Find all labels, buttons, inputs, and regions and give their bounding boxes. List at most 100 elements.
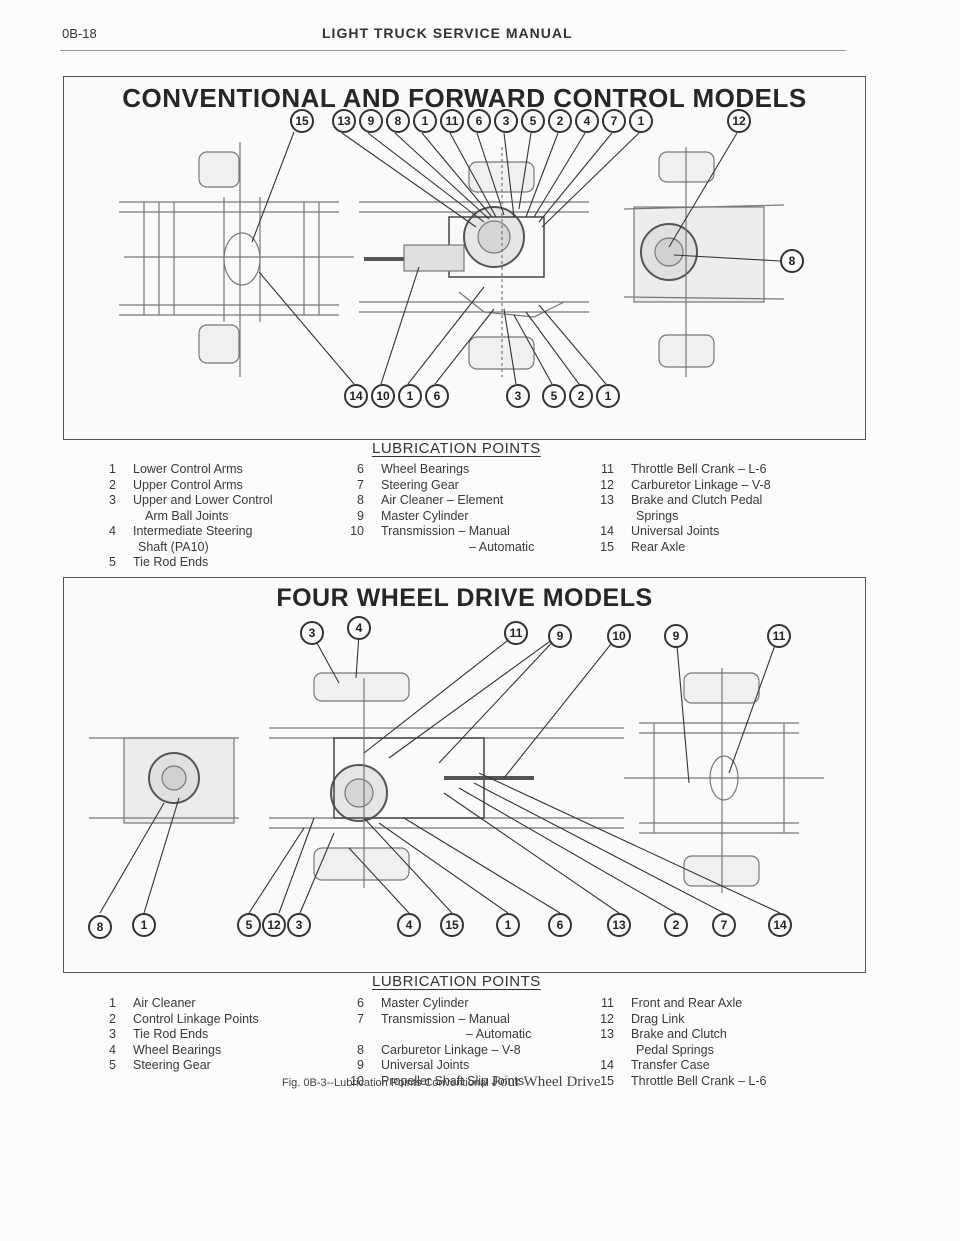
legend-text: Control Linkage Points xyxy=(133,1011,259,1026)
legend-item: 6 Wheel Bearings xyxy=(340,462,534,478)
legend-text: Springs xyxy=(636,508,679,523)
legend-item: Arm Ball Joints xyxy=(92,509,273,525)
legend-text: Steering Gear xyxy=(381,477,459,492)
legend-number: 11 xyxy=(601,996,614,1010)
legend-item: – Automatic xyxy=(340,1027,531,1043)
callout-4wd-bottom-10: 13 xyxy=(607,913,631,937)
legend-number: 2 xyxy=(109,477,116,492)
legend-text: Upper and Lower Control xyxy=(133,493,273,507)
conventional-diagram-title: CONVENTIONAL AND FORWARD CONTROL MODELS xyxy=(122,83,807,113)
callout-4wd-bottom-7: 15 xyxy=(440,913,464,937)
legend-text: Carburetor Linkage – V-8 xyxy=(381,1042,521,1057)
callout-top-10: 2 xyxy=(548,109,572,133)
legend-text: Propeller Shaft Slip Joints xyxy=(381,1073,525,1088)
callout-top-8: 3 xyxy=(494,109,518,133)
legend-text: Rear Axle xyxy=(631,539,686,554)
legend-number: 1 xyxy=(109,462,116,476)
callout-4wd-top-1: 3 xyxy=(300,621,324,645)
callout-top-5: 1 xyxy=(413,109,437,133)
page-number: 0B-18 xyxy=(62,26,97,41)
legend-number: 9 xyxy=(357,508,364,523)
callout-bottom-5: 3 xyxy=(506,384,530,408)
legend-text: Intermediate Steering xyxy=(133,524,253,538)
figure-caption-suffix: Four Wheel Drive xyxy=(491,1074,601,1090)
legend-item: 13 Brake and Clutch xyxy=(590,1027,766,1043)
legend-text: Air Cleaner xyxy=(133,996,196,1010)
callout-4wd-top-5: 10 xyxy=(607,624,631,648)
conventional-legend-column-2: 6 Wheel Bearings 7 Steering Gear 8 Air Clea… xyxy=(340,462,534,555)
legend-text: – Automatic xyxy=(469,539,535,554)
four-wheel-drive-diagram-title: FOUR WHEEL DRIVE MODELS xyxy=(276,584,653,612)
callout-top-2: 13 xyxy=(332,109,356,133)
legend-text: Air Cleaner – Element xyxy=(381,493,504,507)
callout-4wd-top-3: 11 xyxy=(504,621,528,645)
four-wheel-drive-chassis-illustration xyxy=(89,633,824,914)
legend-number: 13 xyxy=(600,493,614,507)
callout-top-4: 8 xyxy=(386,109,410,133)
header-rule xyxy=(60,50,846,51)
legend-text: Transmission – Manual xyxy=(381,524,510,538)
callout-top-6: 11 xyxy=(440,109,464,133)
legend-number xyxy=(590,1043,614,1059)
legend-item: 6 Master Cylinder xyxy=(340,996,531,1012)
legend-number: 7 xyxy=(357,477,364,492)
legend-text: Shaft (PA10) xyxy=(138,539,209,554)
legend-text: Universal Joints xyxy=(631,524,720,538)
four-wheel-drive-legend-column-1: 1 Air Cleaner 2 Control Linkage Points 3 Ti… xyxy=(92,996,259,1074)
legend-text: Master Cylinder xyxy=(381,996,469,1010)
callout-bottom-4: 6 xyxy=(425,384,449,408)
legend-text: Wheel Bearings xyxy=(133,1042,222,1057)
legend-number: 6 xyxy=(357,462,364,476)
legend-number: 15 xyxy=(600,1073,614,1088)
legend-text: Transfer Case xyxy=(631,1058,710,1072)
legend-item: 3 Tie Rod Ends xyxy=(92,1027,259,1043)
callout-4wd-bottom-2: 1 xyxy=(132,913,156,937)
legend-text: – Automatic xyxy=(466,1027,532,1041)
legend-text: Upper Control Arms xyxy=(133,477,243,492)
callout-4wd-bottom-11: 2 xyxy=(664,913,688,937)
legend-number: 2 xyxy=(109,1011,116,1026)
legend-text: Throttle Bell Crank – L-6 xyxy=(631,1073,767,1088)
legend-number: 8 xyxy=(357,493,364,507)
legend-text: Tie Rod Ends xyxy=(133,1027,209,1041)
legend-item: 3 Upper and Lower Control xyxy=(92,493,273,509)
legend-number xyxy=(590,509,614,525)
legend-number: 3 xyxy=(109,493,116,507)
callout-top-14: 12 xyxy=(727,109,751,133)
callout-4wd-top-2: 4 xyxy=(347,616,371,640)
legend-text: Brake and Clutch xyxy=(631,1027,727,1041)
callout-bottom-6: 5 xyxy=(542,384,566,408)
legend-number: 14 xyxy=(600,1058,614,1072)
legend-number: 6 xyxy=(357,996,364,1010)
conventional-legend-title: LUBRICATION POINTS xyxy=(372,440,541,457)
legend-item: – Automatic xyxy=(340,540,534,556)
callout-bottom-2: 10 xyxy=(371,384,395,408)
legend-text: Wheel Bearings xyxy=(381,462,470,476)
callout-bottom-7: 2 xyxy=(569,384,593,408)
legend-number: 1 xyxy=(109,996,116,1010)
legend-text: Throttle Bell Crank – L-6 xyxy=(631,462,767,476)
callout-4wd-bottom-9: 6 xyxy=(548,913,572,937)
legend-number: 3 xyxy=(109,1027,116,1041)
callout-top-12: 7 xyxy=(602,109,626,133)
legend-text: Drag Link xyxy=(631,1011,685,1026)
four-wheel-drive-diagram-panel: FOUR WHEEL DRIVE MODELS xyxy=(63,577,866,973)
legend-number: 5 xyxy=(109,1058,116,1072)
legend-text: Tie Rod Ends xyxy=(133,555,209,569)
legend-number: 14 xyxy=(600,524,614,538)
legend-text: Steering Gear xyxy=(133,1058,211,1072)
callout-top-11: 4 xyxy=(575,109,599,133)
legend-number: 13 xyxy=(600,1027,614,1041)
legend-item: 5 Steering Gear xyxy=(92,1058,259,1074)
figure-caption-prefix: Fig. 0B-3--Lubrication Points Convention… xyxy=(282,1077,489,1089)
callout-4wd-bottom-3: 5 xyxy=(237,913,261,937)
legend-item: 14 Universal Joints xyxy=(590,524,771,540)
callout-4wd-bottom-8: 1 xyxy=(496,913,520,937)
